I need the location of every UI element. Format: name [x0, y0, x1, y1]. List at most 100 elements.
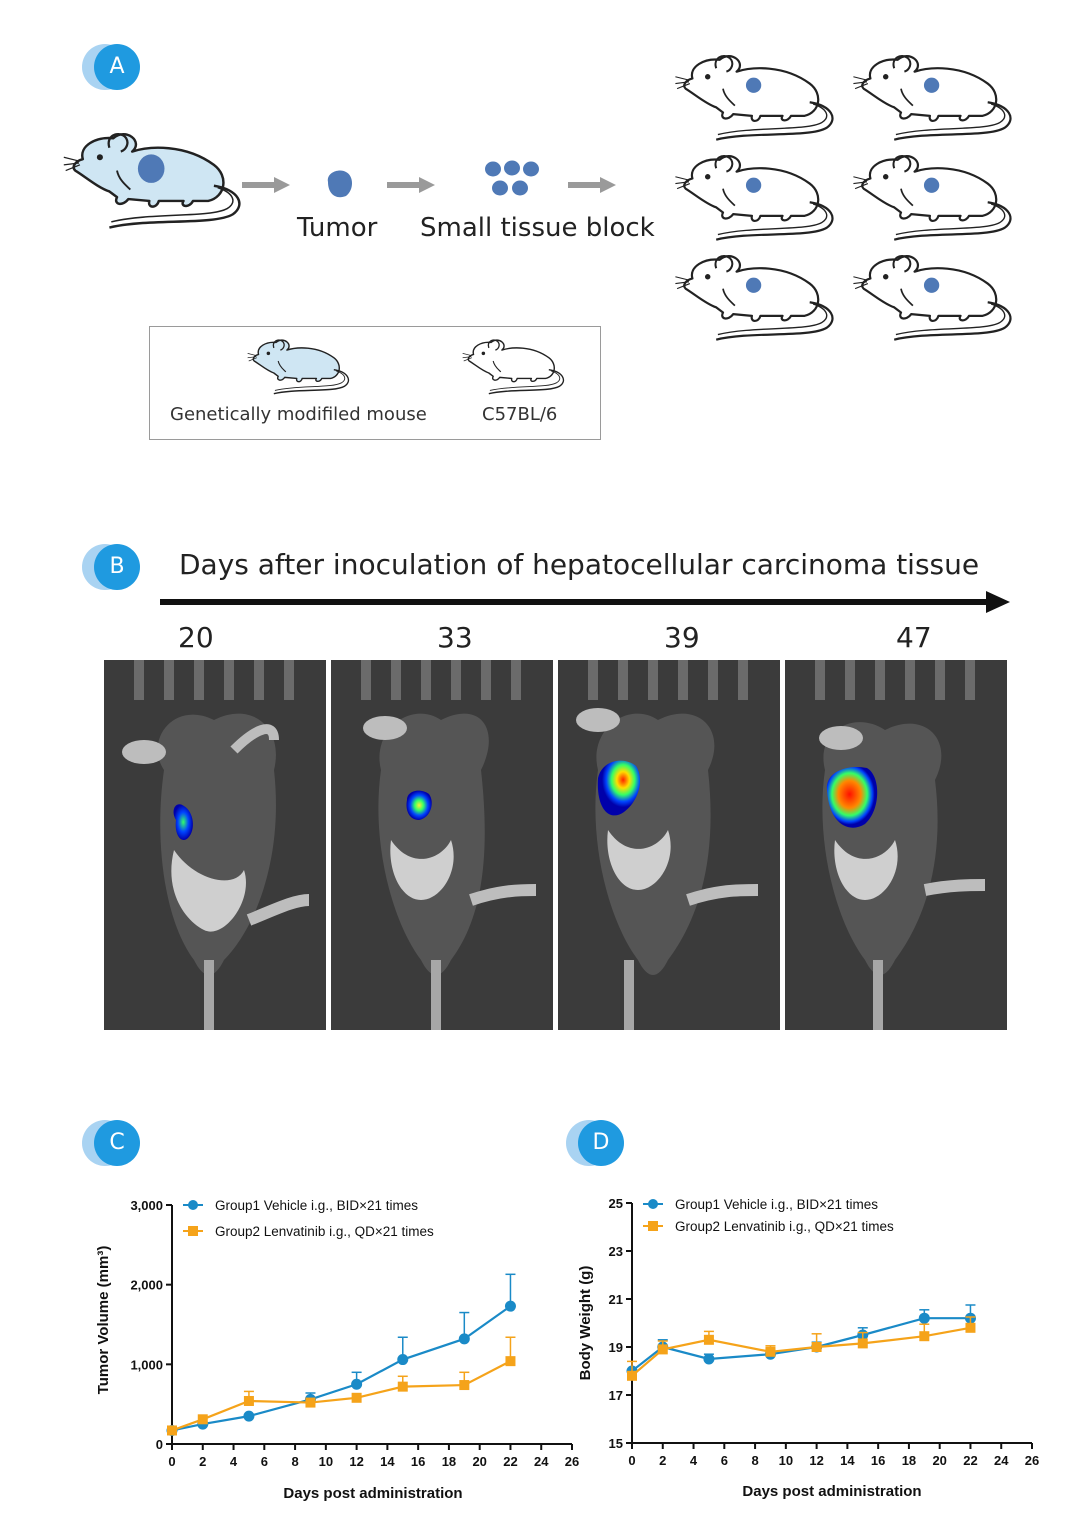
- data-point: [458, 1333, 470, 1345]
- x-tick-label: 18: [902, 1453, 916, 1468]
- small-tissue-block-label: Small tissue block: [420, 213, 655, 243]
- x-tick-label: 10: [319, 1454, 333, 1469]
- tumor-label: Tumor: [297, 213, 378, 243]
- arrow-icon: [242, 177, 290, 193]
- x-tick-label: 14: [380, 1454, 395, 1469]
- data-point: [703, 1334, 714, 1345]
- legend-label-group1: Group1 Vehicle i.g., BID×21 times: [675, 1197, 878, 1212]
- x-tick-label: 20: [472, 1454, 486, 1469]
- tissue-blocks-icon: [485, 160, 539, 196]
- series-line: [171, 1305, 512, 1432]
- x-tick-label: 26: [565, 1454, 579, 1469]
- data-point: [918, 1312, 930, 1324]
- x-tick-label: 22: [963, 1453, 977, 1468]
- data-point: [857, 1338, 868, 1349]
- x-tick-label: 10: [779, 1453, 793, 1468]
- x-tick-label: 24: [534, 1454, 549, 1469]
- x-tick-label: 16: [871, 1453, 885, 1468]
- data-point: [351, 1392, 362, 1403]
- x-tick-label: 2: [199, 1454, 206, 1469]
- x-tick-label: 6: [721, 1453, 728, 1468]
- legend-label-group1: Group1 Vehicle i.g., BID×21 times: [215, 1198, 418, 1213]
- data-point: [397, 1354, 409, 1366]
- data-point: [657, 1344, 668, 1355]
- x-tick-label: 20: [932, 1453, 946, 1468]
- recipient-mouse: [674, 254, 834, 341]
- data-point: [504, 1300, 516, 1312]
- data-point: [965, 1322, 976, 1333]
- data-point: [197, 1414, 208, 1425]
- series-line: [171, 1360, 511, 1432]
- y-tick-label: 23: [609, 1244, 623, 1259]
- y-tick-label: 17: [609, 1388, 623, 1403]
- mouse-legend-box: Genetically modifiled mouse C57BL/6: [149, 326, 601, 440]
- x-tick-label: 18: [442, 1454, 456, 1469]
- x-tick-label: 8: [291, 1454, 298, 1469]
- legend-marker-group1: [188, 1200, 198, 1210]
- imaging-panel-day-20: [104, 660, 326, 1030]
- y-axis-label: Body Weight (g): [577, 1266, 594, 1381]
- day-label: 33: [437, 621, 473, 654]
- gm-mouse-legend-label: Genetically modifiled mouse: [170, 404, 427, 425]
- wild-type-mouse-legend-icon: [461, 339, 565, 395]
- x-tick-label: 12: [809, 1453, 823, 1468]
- x-tick-label: 16: [411, 1454, 425, 1469]
- data-point: [811, 1342, 822, 1352]
- x-tick-label: 0: [628, 1453, 635, 1468]
- panel-a-badge: A: [82, 44, 144, 90]
- y-tick-label: 3,000: [130, 1198, 163, 1213]
- panel-d-badge: D: [566, 1120, 628, 1166]
- x-tick-label: 24: [994, 1453, 1009, 1468]
- x-tick-label: 22: [503, 1454, 517, 1469]
- tumor-icon: [327, 170, 352, 198]
- panel-b-badge: B: [82, 544, 144, 590]
- chart-legend: Group1 Vehicle i.g., BID×21 times Group2…: [643, 1197, 894, 1234]
- gm-mouse-legend-icon: [246, 339, 350, 395]
- data-point: [243, 1410, 255, 1422]
- data-point: [505, 1356, 516, 1367]
- gm-mouse-illustration: [62, 132, 241, 229]
- x-tick-label: 2: [659, 1453, 666, 1468]
- y-tick-label: 19: [609, 1340, 623, 1355]
- x-tick-label: 4: [230, 1454, 238, 1469]
- data-point: [459, 1380, 470, 1391]
- legend-marker-group2: [648, 1221, 658, 1231]
- legend-label-group2: Group2 Lenvatinib i.g., QD×21 times: [215, 1224, 434, 1239]
- panel-c-badge: C: [82, 1120, 144, 1166]
- imaging-panel-day-39: [558, 660, 780, 1030]
- y-tick-label: 0: [156, 1437, 163, 1452]
- legend-marker-group2: [188, 1226, 198, 1236]
- x-tick-label: 4: [690, 1453, 698, 1468]
- x-axis-label: Days post administration: [283, 1485, 462, 1502]
- x-tick-label: 0: [168, 1454, 175, 1469]
- data-point: [919, 1331, 930, 1342]
- series-line: [631, 1317, 971, 1372]
- x-tick-label: 6: [261, 1454, 268, 1469]
- data-point: [397, 1381, 408, 1392]
- legend-marker-group1: [648, 1199, 658, 1209]
- data-point: [765, 1346, 776, 1357]
- chart-legend: Group1 Vehicle i.g., BID×21 times Group2…: [183, 1198, 434, 1239]
- day-label: 20: [178, 621, 214, 654]
- y-tick-label: 15: [609, 1436, 623, 1451]
- data-point: [167, 1425, 177, 1436]
- y-axis-label: Tumor Volume (mm³): [95, 1246, 112, 1395]
- recipient-mouse: [852, 54, 1012, 141]
- wild-type-legend-label: C57BL/6: [482, 404, 558, 425]
- y-tick-label: 1,000: [130, 1357, 163, 1372]
- x-tick-label: 8: [751, 1453, 758, 1468]
- series-group2: [167, 1336, 516, 1436]
- x-tick-label: 26: [1025, 1453, 1039, 1468]
- day-label: 39: [664, 621, 700, 654]
- recipient-mouse: [674, 154, 834, 241]
- imaging-panel-day-47: [785, 660, 1007, 1030]
- day-label: 47: [896, 621, 932, 654]
- x-tick-label: 14: [840, 1453, 855, 1468]
- data-point: [305, 1397, 316, 1408]
- data-point: [351, 1378, 363, 1390]
- y-tick-label: 21: [609, 1292, 623, 1307]
- legend-label-group2: Group2 Lenvatinib i.g., QD×21 times: [675, 1219, 894, 1234]
- series-group2: [627, 1316, 976, 1381]
- recipient-mouse: [674, 54, 834, 141]
